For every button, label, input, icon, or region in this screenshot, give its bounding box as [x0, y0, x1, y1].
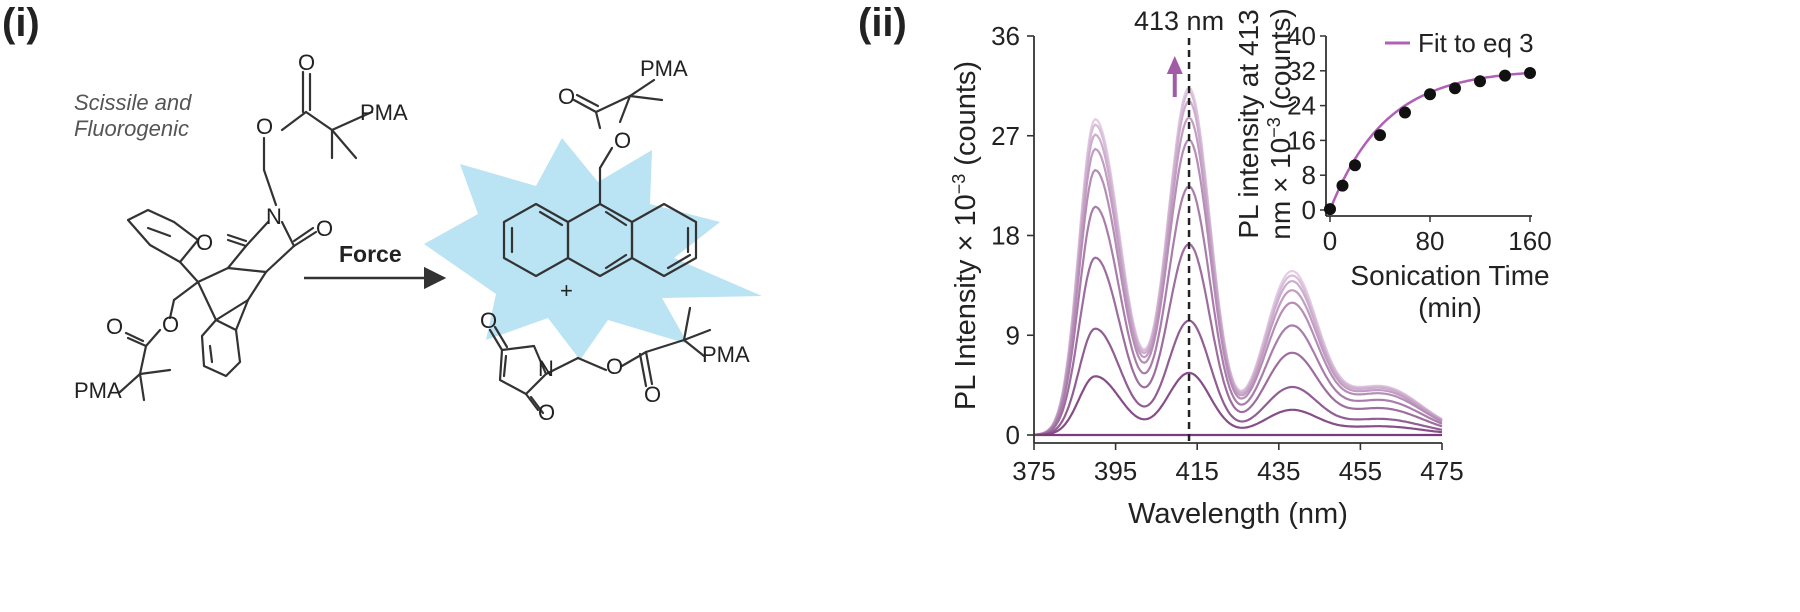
atom-o: O: [256, 114, 273, 139]
inset-y-tick-label: 40: [1287, 21, 1316, 51]
y-tick-label: 18: [991, 221, 1020, 251]
data-point: [1336, 179, 1349, 192]
inset-y-axis-title-line1: PL intensity at 413: [1233, 9, 1264, 238]
atom-o: O: [614, 128, 631, 153]
data-point: [1474, 75, 1486, 88]
x-tick-label: 395: [1094, 456, 1137, 486]
inset-y-tick-label: 32: [1287, 56, 1316, 86]
main-x-axis-title: Wavelength (nm): [1128, 498, 1348, 530]
inset-y-axis-title-pre: nm × 10: [1265, 138, 1296, 240]
data-point: [1399, 106, 1411, 119]
scheme-note-line1: Scissile and: [74, 90, 192, 115]
spectrum-line: [1034, 242, 1443, 436]
x-tick-label: 415: [1176, 456, 1219, 486]
spectrum-line: [1033, 99, 1443, 436]
main-y-axis-title: PL Intensity × 10−3 (counts): [949, 61, 982, 410]
spectrum-line: [1034, 319, 1443, 436]
inset-y-axis-title-exponent: −3: [1264, 117, 1284, 138]
panel-label-right: (ii): [858, 1, 907, 45]
x-tick-label: 455: [1339, 456, 1382, 486]
inset-x-tick-label: 160: [1508, 226, 1551, 256]
legend-label: Fit to eq 3: [1418, 28, 1534, 58]
inset-ticks-group: 0 80 160 0 8 16 24 32 40: [1287, 21, 1552, 256]
fluorescence-glow: [424, 138, 762, 360]
atom-o: O: [196, 230, 213, 255]
atom-o: O: [558, 84, 575, 109]
data-point: [1449, 82, 1461, 95]
data-point: [1374, 129, 1386, 142]
data-point: [1499, 69, 1511, 82]
inset-points-group: [1324, 66, 1536, 216]
pl-spectra-chart: 375 395 415 435 455 475 0 9 18 27 36 413 nm Wavele…: [949, 6, 1464, 530]
arrow-head: [1166, 56, 1183, 74]
inset-y-tick-label: 16: [1287, 125, 1316, 155]
data-point: [1349, 159, 1361, 172]
main-y-axis-title-exponent: −3: [949, 174, 969, 195]
atom-pma: PMA: [640, 56, 688, 81]
main-y-axis-title-tail: (counts): [950, 61, 982, 174]
atom-o: O: [106, 314, 123, 339]
reaction-scheme: Scissile and Fluorogenic: [74, 50, 762, 425]
y-tick-label: 36: [991, 21, 1020, 51]
main-ticks-group: 375 395 415 435 455 475 0 9 18 27 36: [991, 21, 1464, 486]
inset-y-axis-title-post: (counts): [1265, 8, 1296, 117]
y-tick-label: 27: [991, 121, 1020, 151]
atom-o: O: [538, 400, 555, 425]
atom-pma: PMA: [360, 100, 408, 125]
atom-o: O: [606, 354, 623, 379]
atom-n: N: [266, 204, 282, 229]
atom-o: O: [644, 382, 661, 407]
inset-kinetics-chart: 0 80 160 0 8 16 24 32 40 Fit to eq 3 Sonication …: [1233, 8, 1552, 323]
atom-n: N: [538, 356, 554, 381]
data-point: [1424, 88, 1436, 101]
spectrum-line: [1033, 116, 1443, 436]
inset-x-axis-title-line1: Sonication Time: [1350, 260, 1549, 291]
scheme-note-line2: Fluorogenic: [74, 116, 189, 141]
x-tick-label: 475: [1420, 456, 1463, 486]
spectrum-line: [1033, 138, 1443, 436]
inset-x-tick-label: 80: [1416, 226, 1445, 256]
inset-y-tick-label: 0: [1302, 195, 1316, 225]
x-tick-label: 435: [1257, 456, 1300, 486]
inset-x-axis-title-line2: (min): [1418, 292, 1482, 323]
inset-y-axis-title-line2: nm × 10−3 (counts): [1264, 8, 1296, 239]
reaction-arrow-label: Force: [339, 241, 402, 267]
main-y-axis-title-main: PL Intensity × 10: [950, 194, 982, 410]
spectrum-line: [1034, 371, 1443, 436]
y-tick-label: 0: [1006, 420, 1020, 450]
spectrum-line: [1033, 185, 1443, 436]
atom-pma: PMA: [702, 342, 750, 367]
x-tick-label: 375: [1012, 456, 1055, 486]
inset-x-tick-label: 0: [1323, 226, 1337, 256]
data-point: [1524, 66, 1536, 79]
anthracene-product: O O PMA: [502, 56, 698, 278]
inset-y-tick-label: 8: [1302, 160, 1316, 190]
atom-o: O: [480, 308, 497, 333]
spectra-series-group: [1033, 86, 1443, 437]
atom-o: O: [162, 312, 179, 337]
inset-y-tick-label: 24: [1287, 91, 1316, 121]
plus-sign: +: [560, 278, 573, 303]
maleimide-product: O N O O O PMA: [480, 306, 750, 425]
panel-label-left: (i): [2, 1, 40, 45]
data-point: [1324, 203, 1336, 216]
atom-pma: PMA: [74, 378, 122, 403]
reactant-structure: O O PMA O N O O O PMA: [74, 50, 408, 403]
increase-arrow: [1166, 56, 1183, 97]
atom-o: O: [316, 216, 333, 241]
peak-annotation: 413 nm: [1134, 6, 1224, 36]
y-tick-label: 9: [1006, 320, 1020, 350]
atom-o: O: [298, 50, 315, 75]
